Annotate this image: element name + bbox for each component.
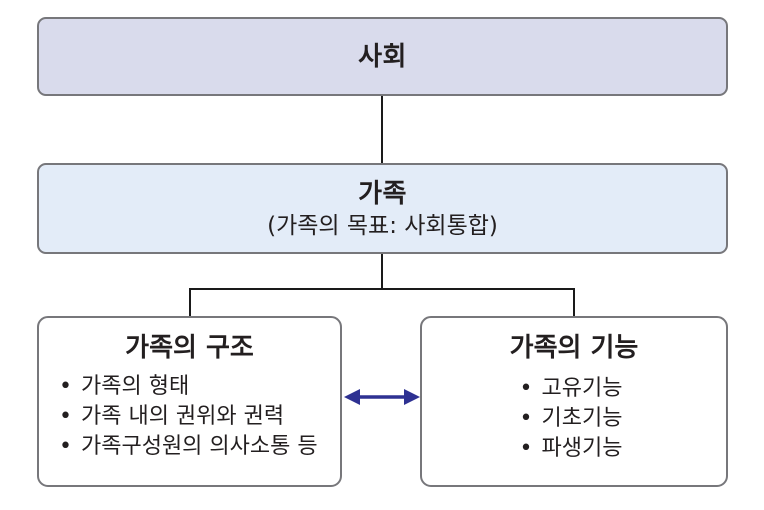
list-item-label: 가족구성원의 의사소통 등 xyxy=(80,434,318,459)
bidirectional-arrow-icon xyxy=(343,385,421,409)
family-function-title: 가족의 기능 xyxy=(509,333,639,363)
connector-family-branch xyxy=(381,254,383,290)
branch-horizontal-line xyxy=(189,288,575,290)
bullet-icon: • xyxy=(519,406,533,431)
list-item: • 기초기능 xyxy=(520,404,623,434)
family-title: 가족 xyxy=(358,178,407,209)
list-item: • 가족구성원의 의사소통 등 xyxy=(59,432,334,462)
bullet-icon: • xyxy=(519,436,533,461)
list-item: • 고유기능 xyxy=(520,374,623,404)
bullet-icon: • xyxy=(59,434,72,459)
list-item-label: 파생기능 xyxy=(541,436,623,461)
list-item: • 가족의 형태 xyxy=(59,372,334,402)
list-item-label: 고유기능 xyxy=(541,376,623,401)
bullet-icon: • xyxy=(519,376,533,401)
bullet-icon: • xyxy=(59,374,72,399)
family-structure-title: 가족의 구조 xyxy=(125,333,254,363)
family-subtitle: (가족의 목표: 사회통합) xyxy=(267,212,498,239)
society-title: 사회 xyxy=(358,41,407,72)
branch-left-line xyxy=(189,288,191,316)
bullet-icon: • xyxy=(59,404,72,429)
list-item: • 파생기능 xyxy=(520,434,623,464)
family-structure-box: 가족의 구조 • 가족의 형태 • 가족 내의 권위와 권력 • 가족구성원의 의사소… xyxy=(37,316,342,487)
branch-right-line xyxy=(573,288,575,316)
list-item: • 가족 내의 권위와 권력 xyxy=(59,402,334,432)
connector-society-family xyxy=(381,96,383,163)
list-item-label: 기초기능 xyxy=(541,406,623,431)
family-box: 가족 (가족의 목표: 사회통합) xyxy=(37,163,728,254)
list-item-label: 가족 내의 권위와 권력 xyxy=(80,404,285,429)
list-item-label: 가족의 형태 xyxy=(80,374,190,399)
family-function-list: • 고유기능 • 기초기능 • 파생기능 xyxy=(520,374,629,464)
society-box: 사회 xyxy=(37,17,728,96)
family-function-box: 가족의 기능 • 고유기능 • 기초기능 • 파생기능 xyxy=(420,316,728,487)
family-structure-list: • 가족의 형태 • 가족 내의 권위와 권력 • 가족구성원의 의사소통 등 xyxy=(39,372,340,462)
